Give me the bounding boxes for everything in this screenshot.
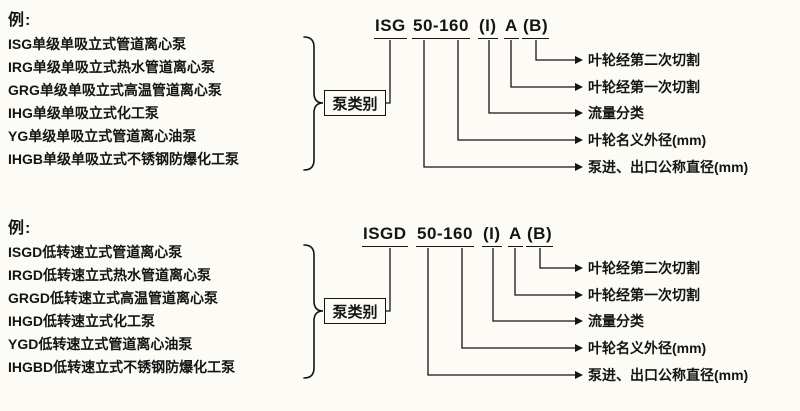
model-code-prefix: ISGD: [362, 224, 408, 247]
line-impeller-diameter: [461, 248, 575, 349]
line-flow-class: [492, 248, 575, 322]
line-flow-class: [488, 40, 575, 114]
callout-port-diameter: 泵进、出口公称直径(mm): [588, 367, 749, 383]
arrowhead: [575, 291, 583, 299]
callout-second-cut: 叶轮经第二次切割: [588, 52, 700, 68]
brace: [303, 244, 324, 379]
line-first-cut: [514, 248, 575, 296]
callout-first-cut: 叶轮经第一次切割: [588, 287, 700, 303]
arrowhead: [575, 136, 583, 144]
line-second-cut: [535, 40, 575, 61]
model-code-size: 50-160: [412, 16, 470, 39]
line-prefix-to-category: [386, 40, 391, 104]
callout-flow-class: 流量分类: [588, 105, 644, 121]
model-code-cut-b: (B): [522, 16, 550, 39]
callout-impeller-diameter: 叶轮名义外径(mm): [588, 340, 707, 356]
section2-lines: [303, 244, 583, 379]
arrowhead: [575, 317, 583, 325]
pump-category-label: 泵类别: [332, 303, 378, 321]
pump-type-item: YG单级单吸立式管道离心油泵: [8, 128, 197, 144]
arrowhead: [575, 83, 583, 91]
model-code-prefix: ISG: [374, 16, 407, 39]
pump-type-item: IHGBD低转速立式不锈钢防爆化工泵: [8, 359, 236, 375]
example-label: 例:: [8, 12, 32, 29]
arrowhead: [575, 344, 583, 352]
line-impeller-diameter: [457, 40, 575, 141]
pump-type-item: IRGD低转速立式热水管道离心泵: [8, 267, 211, 283]
pump-type-item: GRG单级单吸立式高温管道离心泵: [8, 82, 222, 98]
line-second-cut: [539, 248, 575, 269]
arrowhead: [575, 109, 583, 117]
pump-type-item: IRG单级单吸立式热水管道离心泵: [8, 59, 215, 75]
model-code-flow: (I): [478, 16, 498, 39]
model-code-cut-b: (B): [526, 224, 554, 247]
pump-type-item: IHGB单级单吸立式不锈钢防爆化工泵: [8, 151, 239, 167]
line-inlet-outlet-diameter: [423, 40, 575, 168]
callout-flow-class: 流量分类: [588, 313, 644, 329]
pump-category-box: 泵类别: [324, 90, 386, 116]
pump-category-box: 泵类别: [324, 298, 386, 324]
model-code-cut-a: A: [508, 224, 523, 247]
pump-type-item: ISG单级单吸立式管道离心泵: [8, 36, 187, 52]
model-code-cut-a: A: [504, 16, 519, 39]
line-first-cut: [510, 40, 575, 88]
model-code-size: 50-160: [416, 224, 474, 247]
arrowhead: [575, 264, 583, 272]
line-inlet-outlet-diameter: [427, 248, 575, 376]
arrowhead: [575, 371, 583, 379]
pump-type-item: YGD低转速立式管道离心油泵: [8, 336, 193, 352]
arrowhead: [575, 56, 583, 64]
arrowhead: [575, 163, 583, 171]
callout-second-cut: 叶轮经第二次切割: [588, 260, 700, 276]
section1-lines: [303, 36, 583, 171]
pump-type-item: IHG单级单吸立式化工泵: [8, 105, 159, 121]
pump-type-item: ISGD低转速立式管道离心泵: [8, 244, 183, 260]
pump-category-label: 泵类别: [332, 95, 378, 113]
brace: [303, 36, 324, 171]
pump-type-item: GRGD低转速立式高温管道离心泵: [8, 290, 218, 306]
line-prefix-to-category: [386, 248, 391, 312]
callout-port-diameter: 泵进、出口公称直径(mm): [588, 159, 749, 175]
callout-first-cut: 叶轮经第一次切割: [588, 79, 700, 95]
model-code-flow: (I): [482, 224, 502, 247]
example-label: 例:: [8, 220, 32, 237]
callout-impeller-diameter: 叶轮名义外径(mm): [588, 132, 707, 148]
pump-type-item: IHGD低转速立式化工泵: [8, 313, 155, 329]
